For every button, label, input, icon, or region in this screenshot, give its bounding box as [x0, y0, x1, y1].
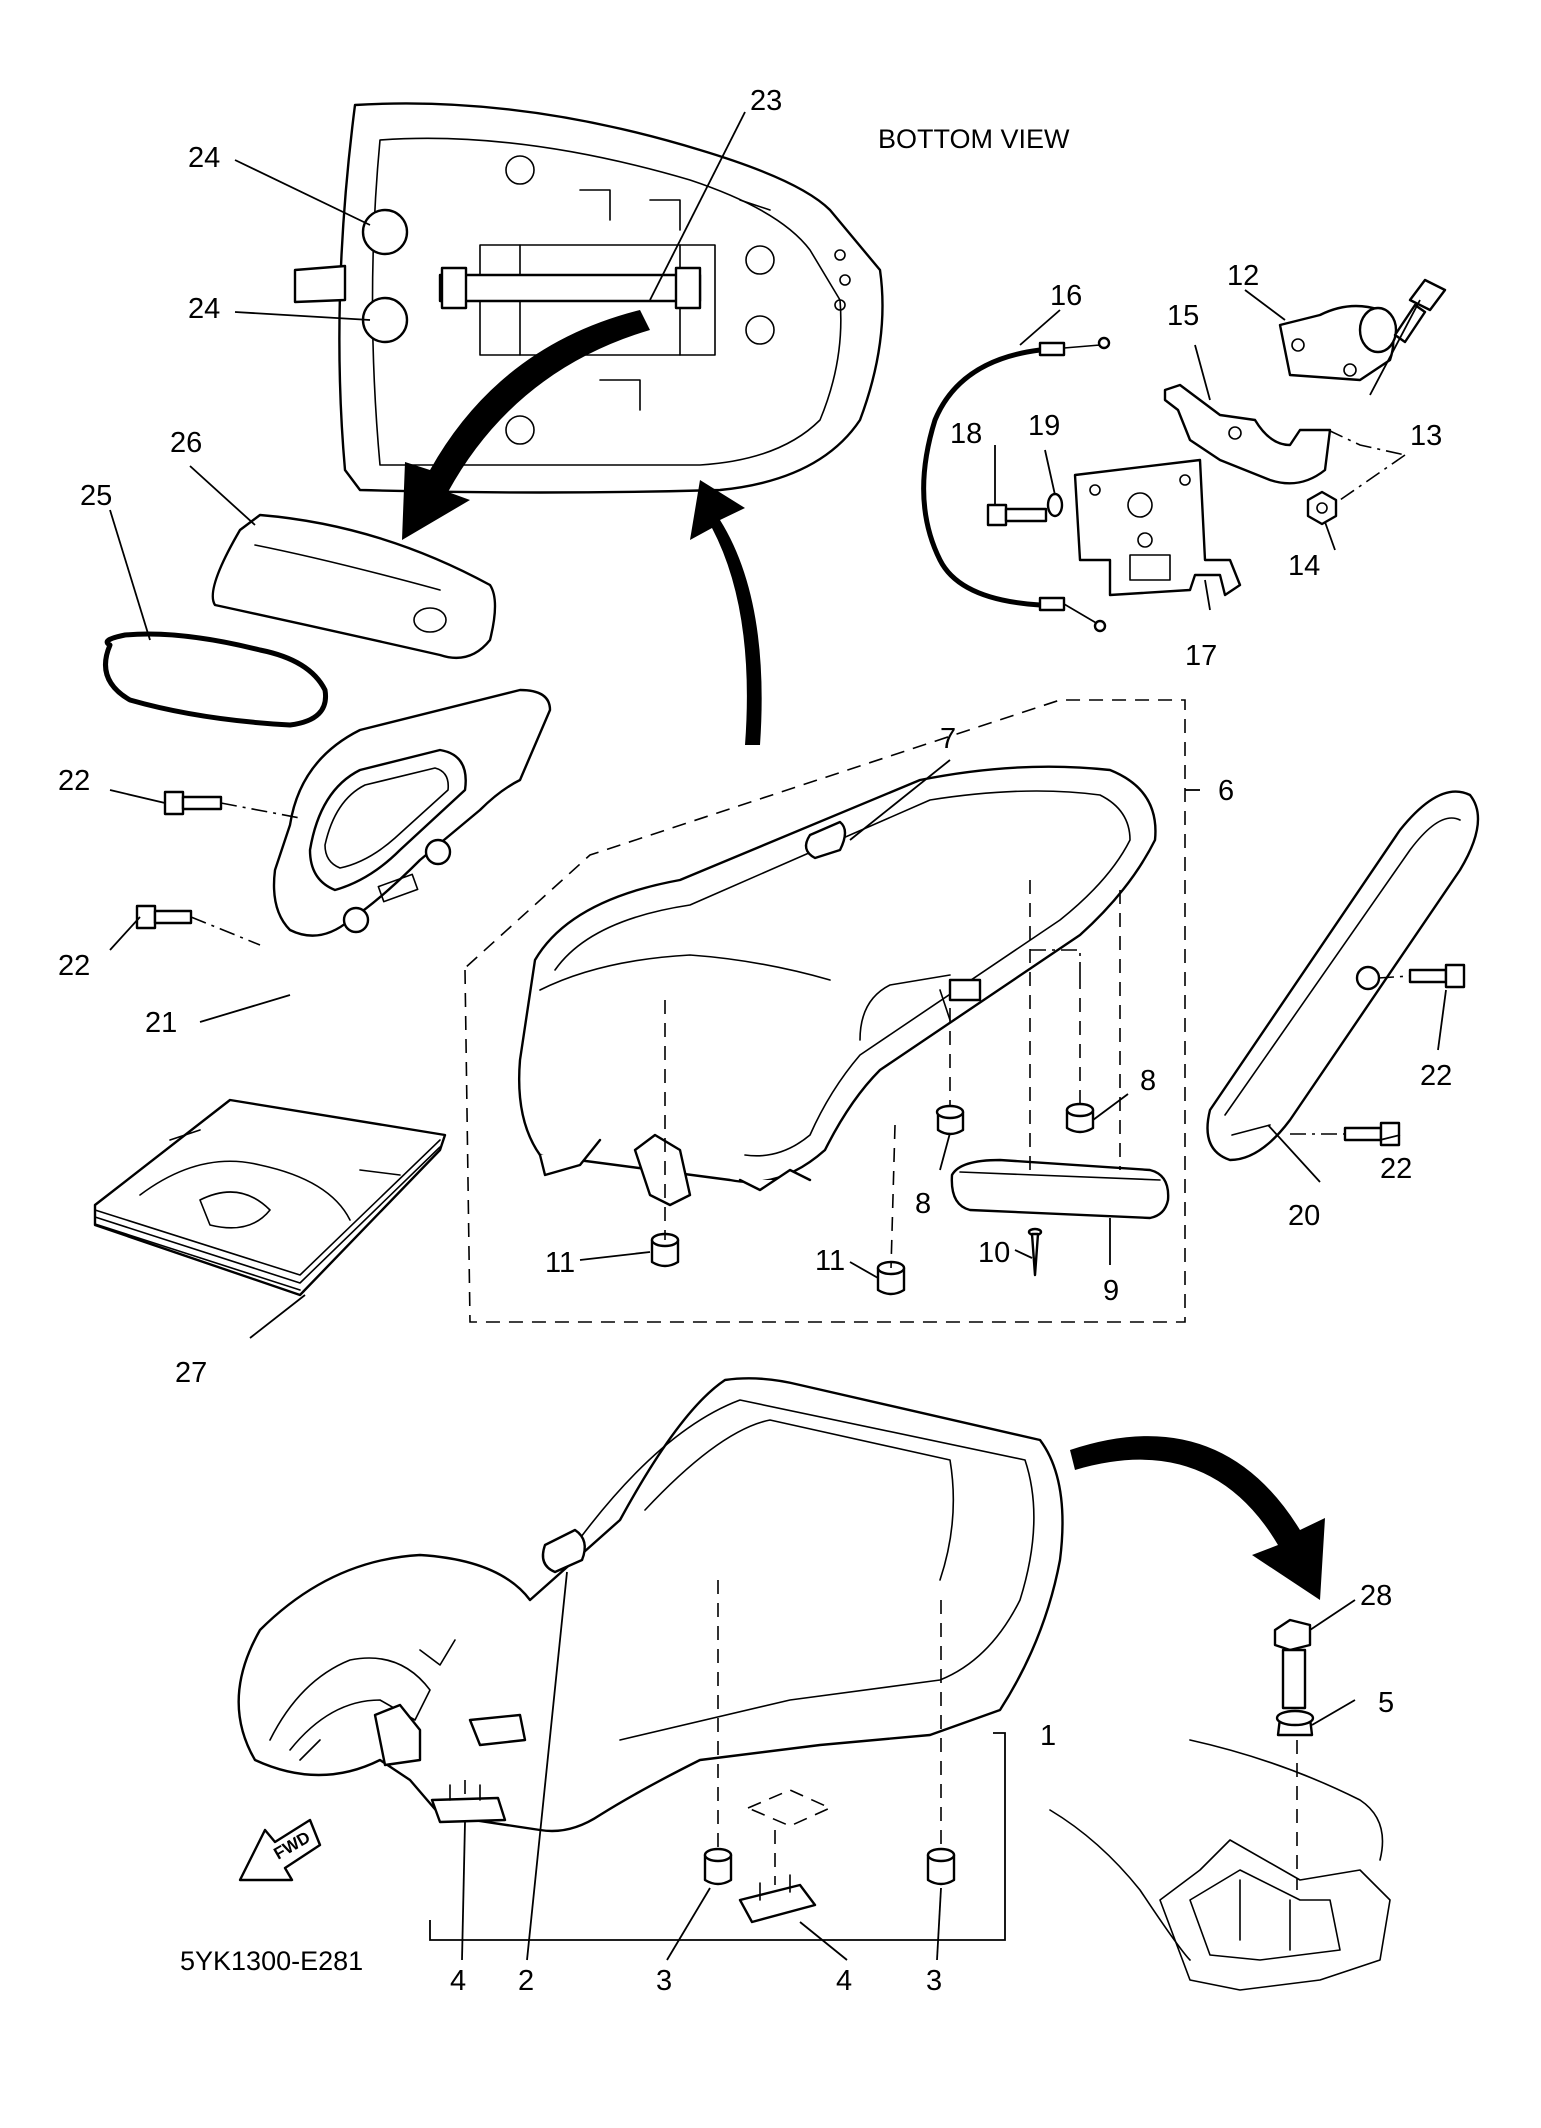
- band-25: [103, 631, 329, 728]
- callout-23: 23: [750, 85, 782, 117]
- callout-22-upper-left: 22: [58, 765, 90, 797]
- callout-27: 27: [175, 1357, 207, 1389]
- tool-bag-26: [211, 513, 497, 660]
- bracket-15: [1163, 383, 1332, 485]
- labels: BOTTOM VIEW 23 24 24 26 25 16 12 15 13 1…: [58, 85, 1452, 1997]
- callout-16: 16: [1050, 280, 1082, 312]
- callout-15: 15: [1167, 300, 1199, 332]
- callout-13: 13: [1410, 420, 1442, 452]
- damper-3-left: [703, 1847, 733, 1886]
- pad-4-left: [430, 1784, 507, 1824]
- callout-19: 19: [1028, 410, 1060, 442]
- callout-24-lower: 24: [188, 293, 220, 325]
- callout-10: 10: [978, 1237, 1010, 1269]
- bolt-22-lower-right: [1343, 1121, 1401, 1147]
- view-title: BOTTOM VIEW: [878, 124, 1070, 154]
- callout-21: 21: [145, 1007, 177, 1039]
- washer-5: [1275, 1709, 1315, 1737]
- seat-bottom-view: [293, 102, 884, 494]
- seat-lock-17: [1073, 458, 1242, 597]
- callout-11-right: 11: [815, 1245, 845, 1277]
- rear-frame: [1049, 1739, 1391, 1991]
- callout-8-left: 8: [915, 1188, 931, 1220]
- catalog-code: 5YK1300-E281: [180, 1946, 363, 1976]
- callout-11-left: 11: [545, 1247, 575, 1279]
- pad-4-right: [738, 1874, 817, 1924]
- callout-4-right: 4: [836, 1965, 852, 1997]
- front-seat-1: [237, 1377, 1064, 1833]
- bolt-18: [986, 503, 1048, 527]
- callout-26: 26: [170, 427, 202, 459]
- callout-4-left: 4: [450, 1965, 466, 1997]
- callout-12: 12: [1227, 260, 1259, 292]
- seat-group-1-boundary: [429, 1732, 1006, 1941]
- leader-lines: [109, 111, 1447, 1961]
- bolt-22-upper-left: [163, 790, 223, 816]
- screw-10: [1027, 1227, 1043, 1277]
- fwd-arrow: FWD: [238, 1818, 322, 1882]
- curved-arrow-up: [690, 480, 762, 745]
- curved-arrow-bottom-view-down: [402, 310, 650, 540]
- callout-5: 5: [1378, 1687, 1394, 1719]
- callout-7: 7: [940, 723, 956, 755]
- bolt-22-upper-right: [1408, 963, 1466, 989]
- callout-22-upper-right: 22: [1420, 1060, 1452, 1092]
- callout-25: 25: [80, 480, 112, 512]
- rear-seat-6: [517, 765, 1157, 1207]
- cover-9: [950, 1158, 1170, 1220]
- damper-3-right: [926, 1847, 956, 1886]
- damper-8-right: [1065, 1102, 1095, 1134]
- bolt-28: [1273, 1618, 1312, 1710]
- bolt-22-lower-left: [135, 904, 193, 930]
- hook-2: [541, 1528, 586, 1574]
- callout-1: 1: [1040, 1720, 1056, 1752]
- callout-2: 2: [518, 1965, 534, 1997]
- damper-8-left: [935, 1104, 965, 1136]
- seat-group-6-boundary: [464, 699, 1186, 1323]
- callout-18: 18: [950, 418, 982, 450]
- callout-14: 14: [1288, 550, 1320, 582]
- callout-6: 6: [1218, 775, 1234, 807]
- hook-7: [804, 820, 847, 860]
- callout-9: 9: [1103, 1275, 1119, 1307]
- callout-22-lower-left: 22: [58, 950, 90, 982]
- washer-19: [1046, 492, 1064, 518]
- grab-bar-21: [272, 688, 552, 937]
- callout-28: 28: [1360, 1580, 1392, 1612]
- callout-20: 20: [1288, 1200, 1320, 1232]
- cable-16: [921, 336, 1111, 633]
- nut-14: [1306, 490, 1338, 526]
- callout-8-right: 8: [1140, 1065, 1156, 1097]
- callout-24-upper: 24: [188, 142, 220, 174]
- callout-3-left: 3: [656, 1965, 672, 1997]
- lock-cylinder-12: [1278, 304, 1398, 382]
- callout-22-lower-right: 22: [1380, 1153, 1412, 1185]
- callout-3-right: 3: [926, 1965, 942, 1997]
- callout-17: 17: [1185, 640, 1217, 672]
- curved-arrow-right: [1070, 1436, 1325, 1600]
- owners-manual-27: [93, 1098, 447, 1297]
